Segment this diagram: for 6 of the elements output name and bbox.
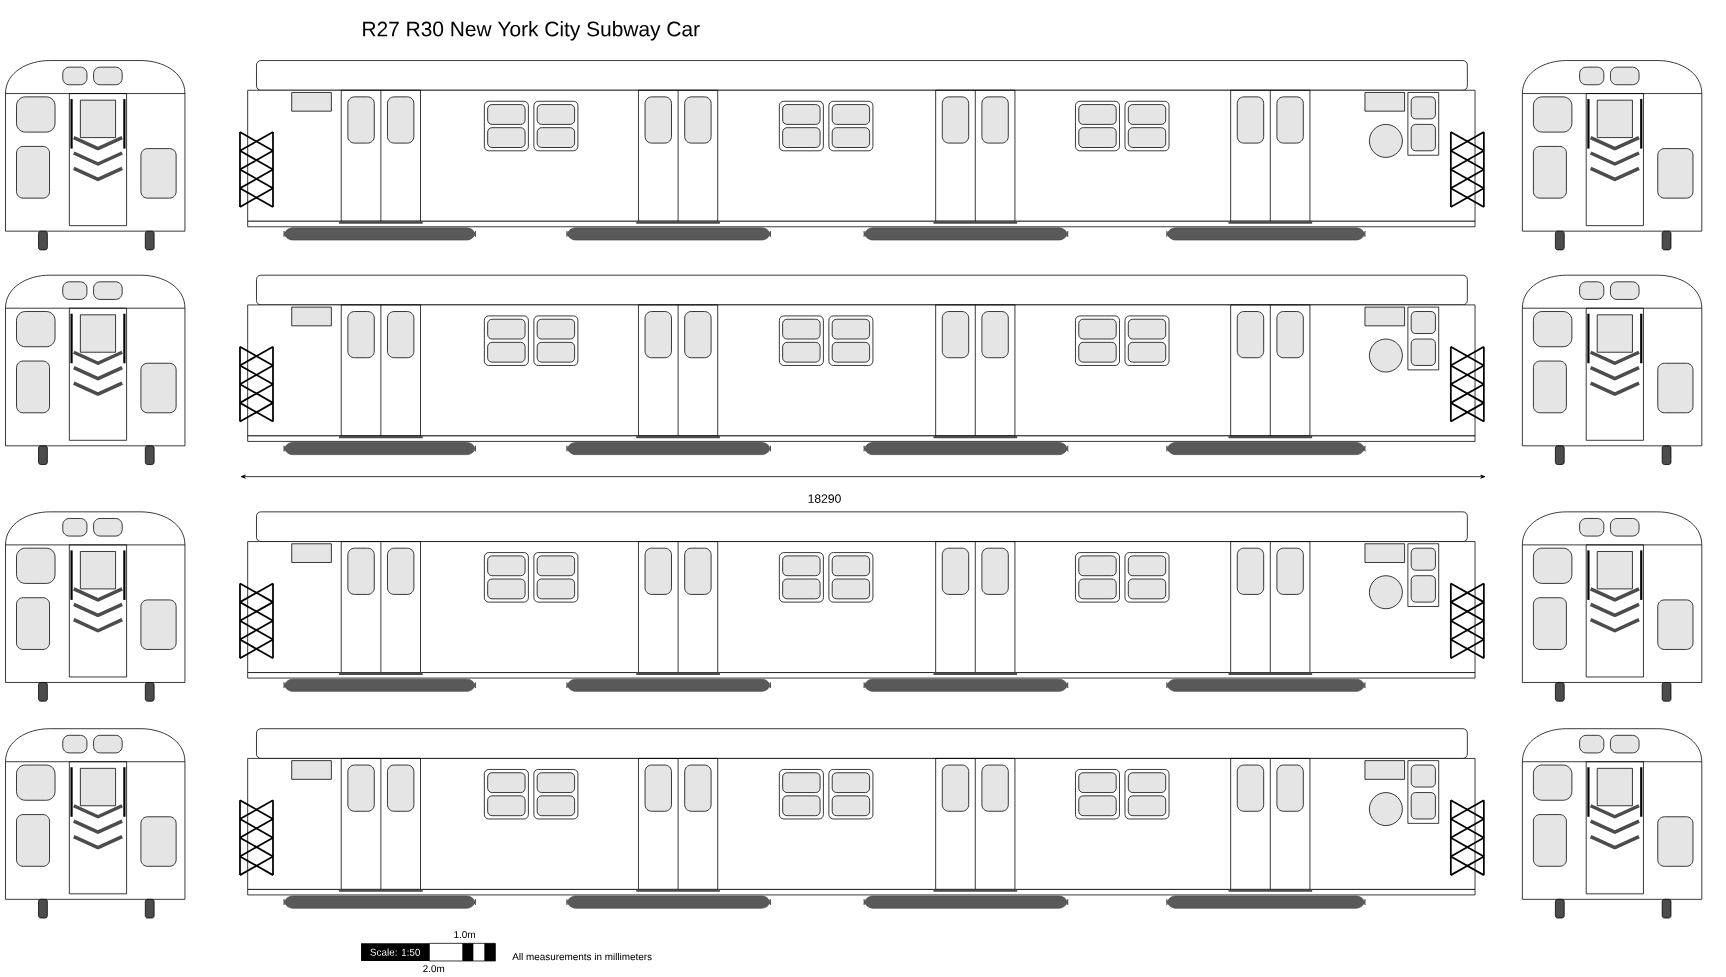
- dimension-label: 18290: [808, 494, 841, 503]
- scale-note: 2.0m: [423, 964, 445, 972]
- scale-note: All measurements in millimeters: [512, 952, 652, 960]
- title: R27 R30 New York City Subway Car: [363, 20, 700, 41]
- scale-note: 1.0m: [454, 930, 475, 938]
- scale-label: Scale: 1:50: [361, 943, 430, 961]
